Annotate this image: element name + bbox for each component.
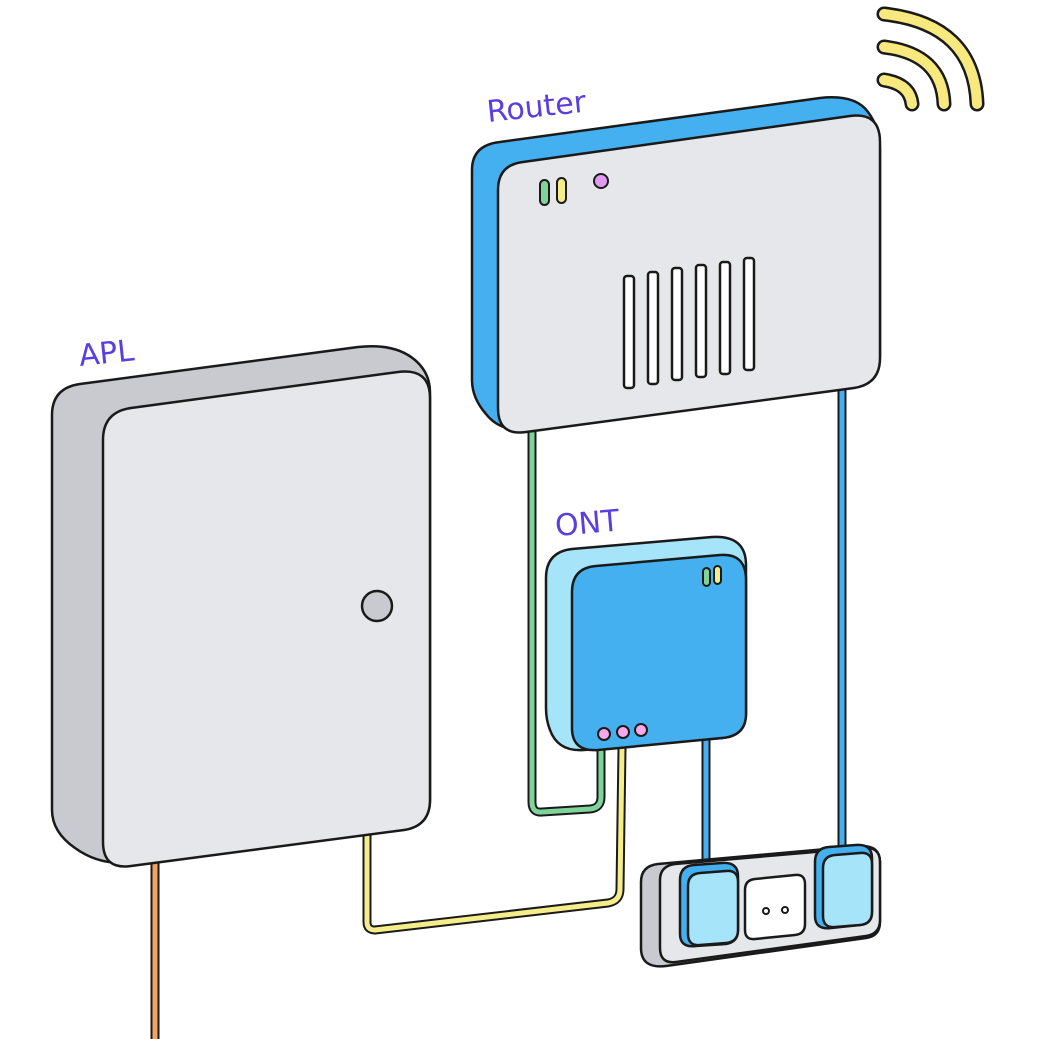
ont	[544, 535, 748, 752]
label-router: Router	[485, 85, 588, 130]
label-ont: ONT	[554, 503, 622, 544]
ont-power-plug	[678, 861, 740, 948]
ont-face	[570, 553, 748, 752]
router-led-green	[539, 179, 550, 206]
ont-port-1	[597, 727, 611, 741]
empty-socket	[743, 873, 807, 941]
router-led-purple	[593, 173, 609, 189]
router-vents	[622, 256, 756, 390]
cable-apl-to-ont	[362, 743, 627, 935]
label-apl: APL	[77, 333, 136, 374]
router-led-yellow	[556, 177, 567, 204]
wifi-signal-icon	[876, 6, 985, 112]
apl-box	[50, 345, 432, 868]
socket-hole-right	[781, 906, 789, 914]
ont-led-yellow	[713, 565, 722, 585]
ont-port-3	[634, 723, 648, 737]
power-strip	[639, 843, 882, 968]
router-power-plug	[813, 843, 874, 930]
cable-ont-to-router	[527, 420, 606, 817]
ont-port-2	[616, 725, 630, 739]
router	[470, 96, 882, 434]
apl-face	[101, 370, 432, 868]
ont-led-green	[702, 567, 711, 587]
cables	[150, 380, 847, 1039]
apl-door-knob	[360, 589, 394, 623]
socket-hole-left	[762, 907, 770, 915]
router-face	[496, 114, 882, 434]
